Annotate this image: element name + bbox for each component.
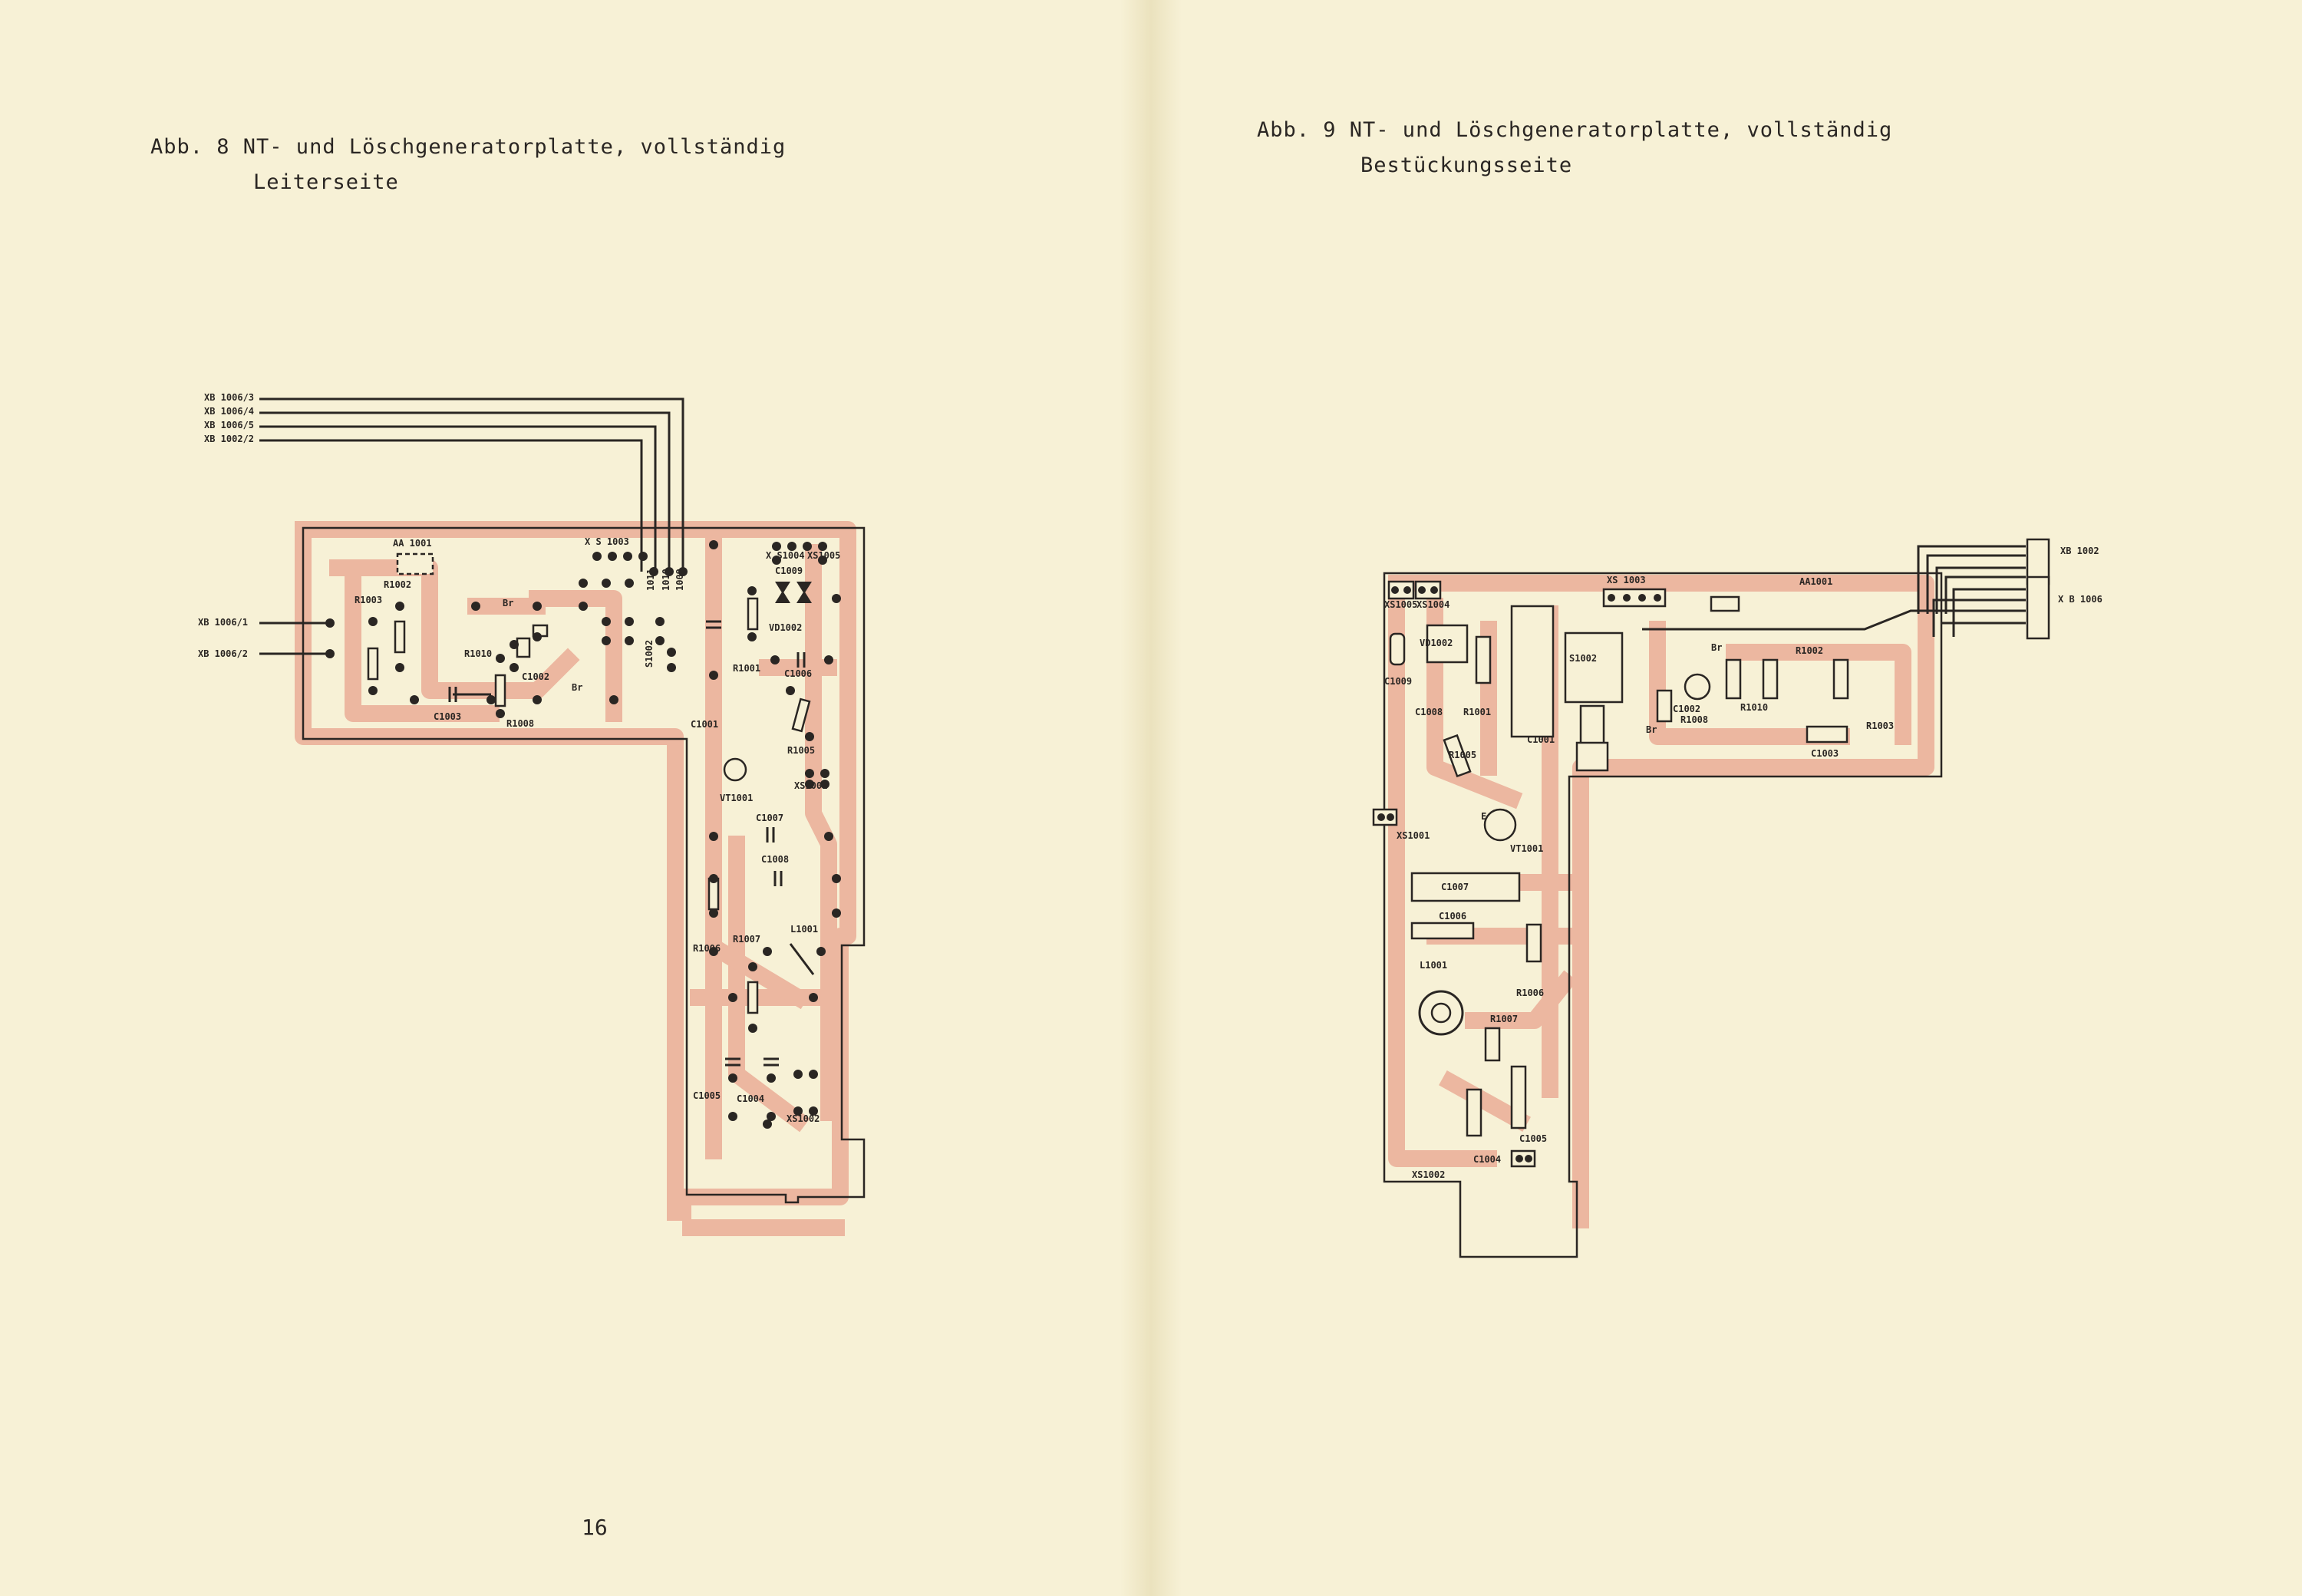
label-xs1001: XS1001 (794, 780, 827, 791)
label-r1008: R1008 (506, 718, 534, 729)
label-xs1002-right: XS1002 (1412, 1169, 1445, 1180)
label-c1001: C1001 (691, 719, 718, 730)
label-c1008-right: C1008 (1415, 707, 1443, 717)
connector-blocks (1372, 538, 2050, 1168)
label-xs1005-right: XS1005 (1384, 599, 1417, 610)
label-pin1011: 1011 (645, 569, 656, 591)
label-vt1001: VT1001 (720, 793, 753, 803)
label-c1006-top: C1006 (784, 668, 812, 679)
label-xs1001-right: XS1001 (1397, 830, 1430, 841)
label-r1006-right: R1006 (1516, 988, 1544, 998)
label-c1003: C1003 (434, 711, 461, 722)
connector-xb1006-5: XB 1006/5 (204, 420, 254, 430)
label-r1007: R1007 (733, 934, 760, 945)
label-r1010-right: R1010 (1740, 702, 1768, 713)
right-page: Abb. 9 NT- und Löschgeneratorplatte, vol… (1151, 0, 2302, 1596)
page-fold (1120, 0, 1182, 1596)
connector-xb1006-2: XB 1006/2 (198, 648, 248, 659)
connector-xb1006-4: XB 1006/4 (204, 406, 254, 417)
label-c1001-right: C1001 (1527, 734, 1555, 745)
label-vt1001-right: VT1001 (1510, 843, 1543, 854)
connector-xb1006: X B 1006 (2058, 594, 2102, 605)
connector-wires (259, 397, 684, 655)
leiterseite-diagram: XB 1006/3 XB 1006/4 XB 1006/5 XB 1002/2 … (198, 392, 866, 1236)
components-right (1389, 605, 1849, 1137)
label-l1001: L1001 (790, 924, 818, 935)
label-c1009-right: C1009 (1384, 676, 1412, 687)
label-xs1004: X S1004 (766, 550, 805, 561)
label-c1005-right: C1005 (1519, 1133, 1547, 1144)
pads (325, 540, 841, 1129)
label-br-2-right: Br (1646, 724, 1657, 735)
label-br-1-right: Br (1711, 642, 1722, 653)
label-r1006: R1006 (693, 943, 721, 954)
component-labels-right: XB 1002 X B 1006 XS1005 XS1004 XS 1003 A… (1384, 546, 2102, 1180)
label-r1010: R1010 (464, 648, 492, 659)
right-caption-line1: Abb. 9 NT- und Löschgeneratorplatte, vol… (1257, 118, 1893, 142)
label-c1007: C1007 (756, 813, 783, 823)
connector-xb1006-1: XB 1006/1 (198, 617, 248, 628)
label-xs1003: X S 1003 (585, 536, 629, 547)
label-xs1004-right: XS1004 (1416, 599, 1449, 610)
label-c1008: C1008 (761, 854, 789, 865)
label-c1007-right: C1007 (1441, 882, 1469, 892)
label-xs1003-right: XS 1003 (1607, 575, 1646, 585)
bestueckungsseite-diagram: XB 1002 X B 1006 XS1005 XS1004 XS 1003 A… (1372, 538, 2102, 1258)
label-r1008-right: R1008 (1680, 714, 1708, 725)
board-outline-right (1383, 572, 1943, 1258)
label-vd1002-right: VD1002 (1420, 638, 1453, 648)
component-labels: XB 1006/3 XB 1006/4 XB 1006/5 XB 1002/2 … (198, 392, 840, 1124)
label-s1002: S1002 (644, 640, 655, 668)
label-c1009: C1009 (775, 566, 803, 576)
label-xs1002: XS1002 (787, 1113, 820, 1124)
label-c1002-right: C1002 (1673, 704, 1700, 714)
label-c1006-right: C1006 (1439, 911, 1466, 922)
left-caption-line2: Leiterseite (253, 170, 399, 194)
label-r1005-right: R1005 (1449, 750, 1476, 760)
label-pin1009: 1009 (674, 569, 685, 591)
label-r1002-right: R1002 (1796, 645, 1823, 656)
label-c1002: C1002 (522, 671, 549, 682)
label-aa1001-right: AA1001 (1799, 576, 1832, 587)
right-caption-line2: Bestückungsseite (1360, 153, 1573, 177)
label-pin1010: 1010 (661, 569, 671, 591)
connector-xb1002-2: XB 1002/2 (204, 434, 254, 444)
connector-wires-right (1642, 545, 2026, 637)
left-page: Abb. 8 NT- und Löschgeneratorplatte, vol… (150, 135, 866, 1540)
label-c1005: C1005 (693, 1090, 721, 1101)
label-s1002-right: S1002 (1569, 653, 1597, 664)
label-xs1005: XS1005 (807, 550, 840, 561)
label-e-right: E (1481, 811, 1486, 822)
label-r1001-right: R1001 (1463, 707, 1491, 717)
board-outline (302, 526, 866, 1204)
left-caption-line1: Abb. 8 NT- und Löschgeneratorplatte, vol… (150, 135, 787, 159)
label-r1005: R1005 (787, 745, 815, 756)
label-vd1002: VD1002 (769, 622, 802, 633)
components (367, 552, 815, 1067)
label-c1004-right: C1004 (1473, 1154, 1501, 1165)
label-r1003-right: R1003 (1866, 721, 1894, 731)
pads-right (1377, 586, 1661, 1162)
label-br-1: Br (503, 598, 513, 608)
label-c1004: C1004 (737, 1093, 764, 1104)
label-aa1001: AA 1001 (393, 538, 432, 549)
label-r1007-right: R1007 (1490, 1014, 1518, 1024)
connector-xb1002: XB 1002 (2060, 546, 2099, 556)
label-c1003-right: C1003 (1811, 748, 1839, 759)
connector-xb1006-3: XB 1006/3 (204, 392, 254, 403)
label-r1003: R1003 (355, 595, 382, 605)
label-r1002: R1002 (384, 579, 411, 590)
label-l1001-right: L1001 (1420, 960, 1447, 971)
label-br-2: Br (572, 682, 582, 693)
label-r1001: R1001 (733, 663, 760, 674)
page-number: 16 (582, 1515, 608, 1540)
